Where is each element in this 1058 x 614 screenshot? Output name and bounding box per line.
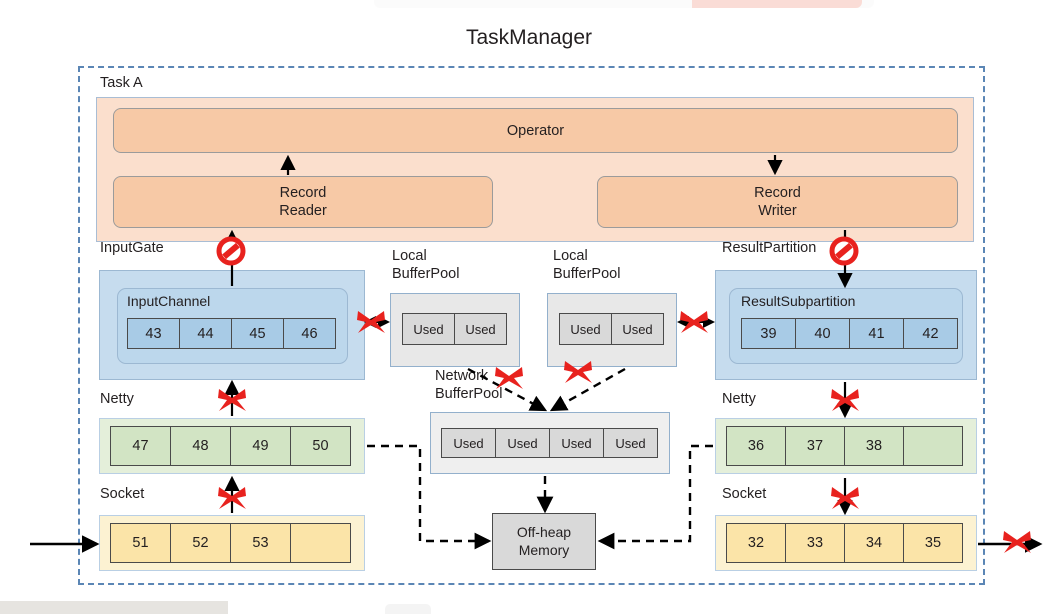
buffer-cell: 40 (795, 318, 850, 349)
bufferpool-cell: Used (559, 313, 612, 345)
buffer-cell (290, 523, 351, 563)
bufferpool-cell: Used (402, 313, 455, 345)
buffer-cell: 48 (170, 426, 231, 466)
diagram-title: TaskManager (465, 26, 593, 49)
operator-label: Operator (506, 122, 565, 139)
record-reader-box: Record Reader (113, 176, 493, 228)
offheap-label-line1: Off-heap (516, 524, 572, 540)
record-reader-label-line2: Reader (279, 203, 327, 219)
buffer-cell: 37 (785, 426, 845, 466)
buffer-cell: 50 (290, 426, 351, 466)
bufferpool-cell: Used (454, 313, 507, 345)
netty-left-label: Netty (100, 391, 134, 407)
operator-box: Operator (113, 108, 958, 153)
result-subpartition-label: ResultSubpartition (741, 293, 856, 309)
result-partition-label: ResultPartition (722, 240, 817, 256)
no-entry-marker (829, 236, 859, 266)
buffer-cell: 44 (179, 318, 232, 349)
network-bufferpool-label-line1: Network (435, 368, 489, 384)
buffer-cell: 52 (170, 523, 231, 563)
red-x-blocked-marker (1000, 528, 1034, 556)
offheap-memory-box: Off-heap Memory (492, 513, 596, 570)
buffer-cell: 32 (726, 523, 786, 563)
task-a-label: Task A (100, 75, 143, 91)
taskmanager-boundary (78, 66, 985, 585)
buffer-cell: 47 (110, 426, 171, 466)
record-writer-label-line2: Writer (758, 203, 797, 219)
local-bufferpool-right-label-line1: Local (553, 248, 588, 264)
input-channel-label: InputChannel (127, 293, 211, 309)
buffer-cell (903, 426, 963, 466)
buffer-cell: 43 (127, 318, 180, 349)
buffer-cell: 53 (230, 523, 291, 563)
buffer-cell: 51 (110, 523, 171, 563)
page-fragment-bottom-bar (0, 601, 228, 614)
buffer-cell: 45 (231, 318, 284, 349)
red-x-blocked-marker (677, 308, 711, 336)
buffer-cell: 34 (844, 523, 904, 563)
socket-left-label: Socket (100, 486, 145, 502)
local-bufferpool-left-label-line1: Local (392, 248, 427, 264)
offheap-label-line2: Memory (518, 541, 570, 558)
record-reader-label-line1: Record (279, 184, 327, 201)
bufferpool-cell: Used (549, 428, 604, 458)
bufferpool-cell: Used (495, 428, 550, 458)
buffer-cell: 46 (283, 318, 336, 349)
local-bufferpool-right-label-line2: BufferPool (553, 266, 621, 282)
record-writer-box: Record Writer (597, 176, 958, 228)
bufferpool-cell: Used (611, 313, 664, 345)
red-x-blocked-marker (215, 484, 249, 512)
socket-right-label: Socket (722, 486, 767, 502)
buffer-cell: 49 (230, 426, 291, 466)
red-x-blocked-marker (354, 308, 388, 336)
input-gate-label: InputGate (100, 240, 164, 256)
red-x-blocked-marker (561, 358, 595, 386)
bufferpool-cell: Used (603, 428, 658, 458)
red-x-blocked-marker (828, 484, 862, 512)
buffer-cell: 39 (741, 318, 796, 349)
buffer-cell: 35 (903, 523, 963, 563)
local-bufferpool-left-label-line2: BufferPool (392, 266, 460, 282)
page-fragment-top-bar (374, 0, 874, 8)
buffer-cell: 42 (903, 318, 958, 349)
buffer-cell: 36 (726, 426, 786, 466)
record-writer-label-line1: Record (754, 184, 801, 201)
bufferpool-cell: Used (441, 428, 496, 458)
buffer-cell: 41 (849, 318, 904, 349)
no-entry-marker (216, 236, 246, 266)
netty-right-label: Netty (722, 391, 756, 407)
red-x-blocked-marker (492, 364, 526, 392)
buffer-cell: 38 (844, 426, 904, 466)
page-fragment-bottom-pill (385, 604, 431, 614)
page-fragment-top-pink (692, 0, 862, 8)
red-x-blocked-marker (828, 386, 862, 414)
buffer-cell: 33 (785, 523, 845, 563)
red-x-blocked-marker (215, 386, 249, 414)
